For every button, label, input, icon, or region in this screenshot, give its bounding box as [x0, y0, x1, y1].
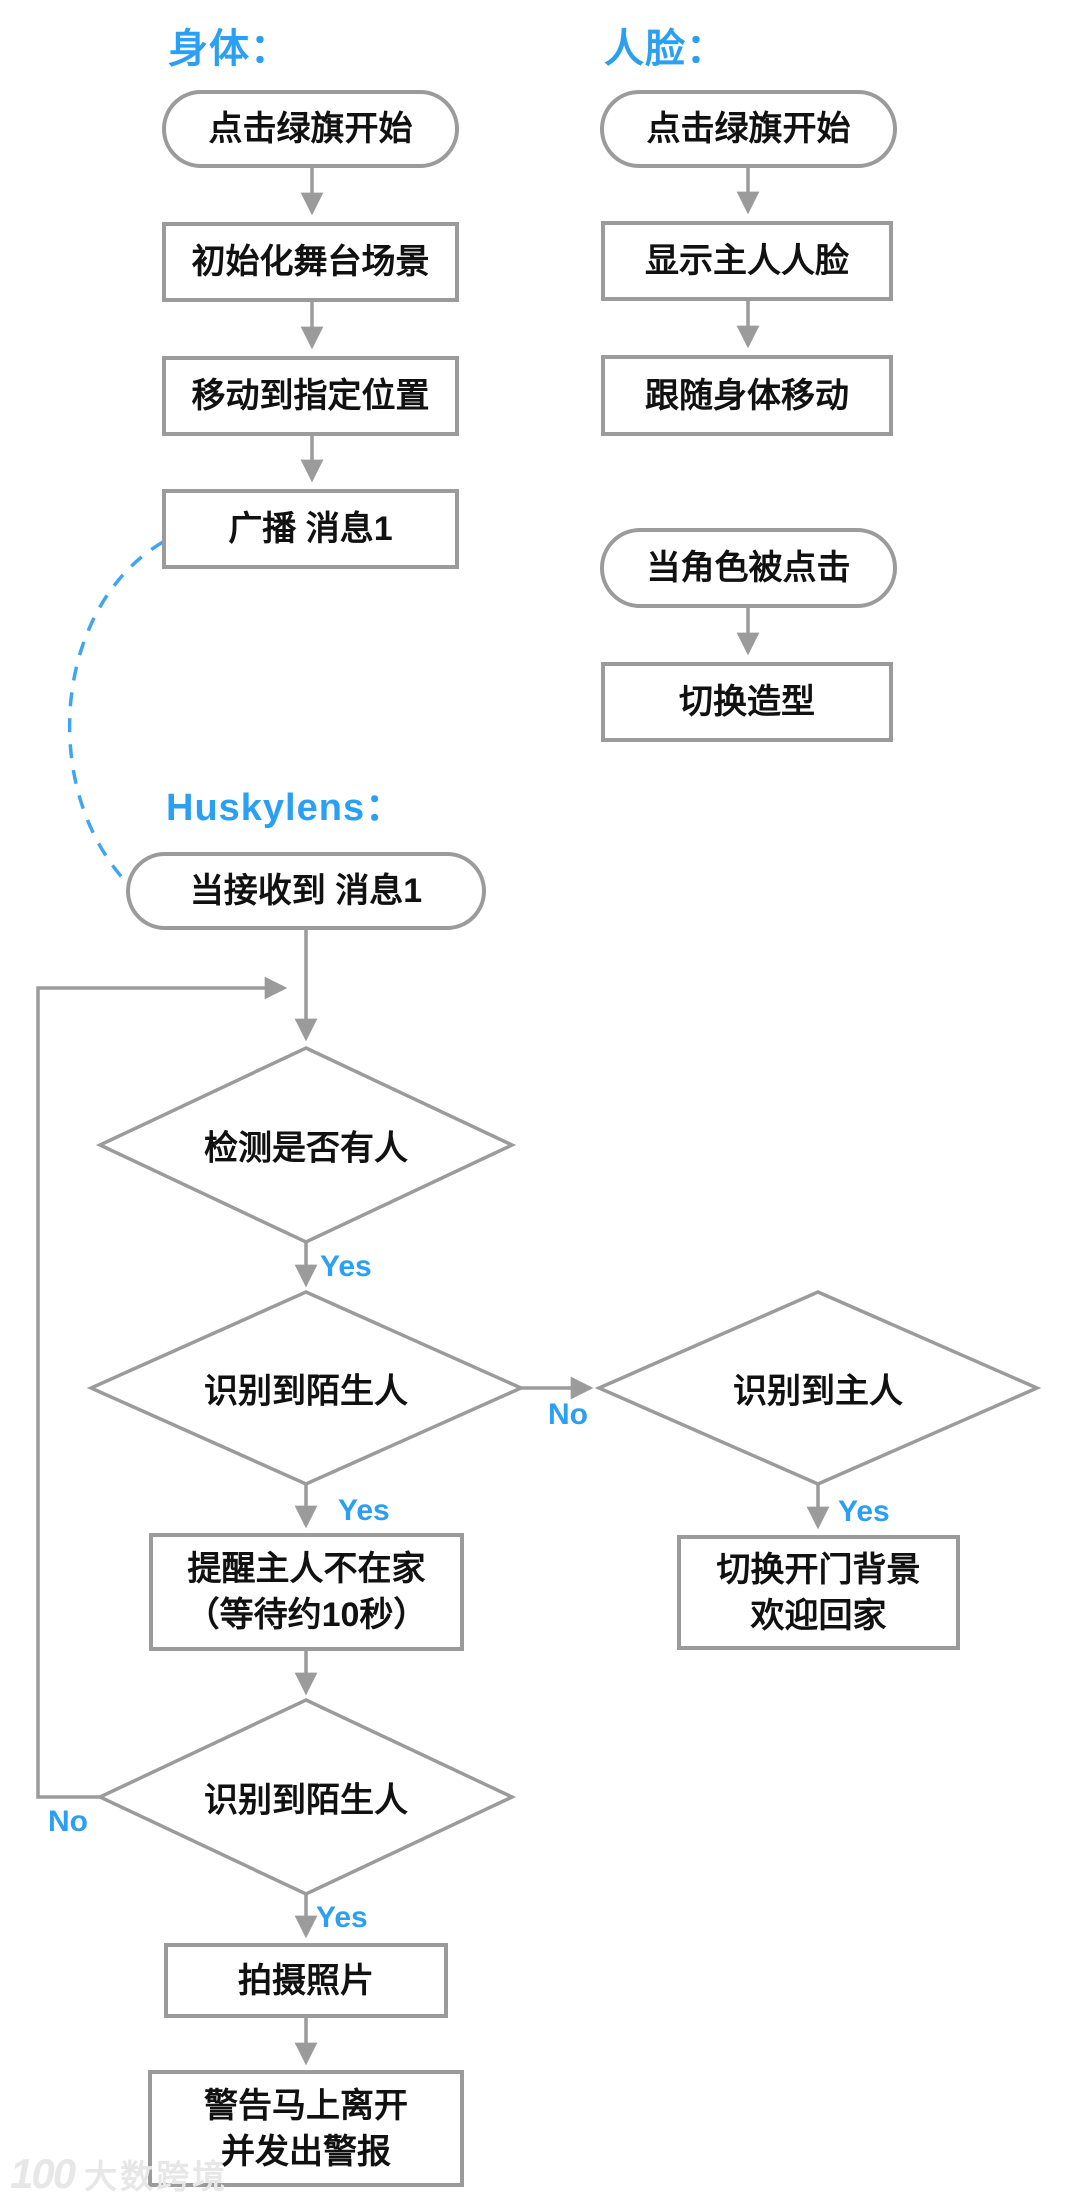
node-husky-warn-line1: 警告马上离开 [204, 2086, 408, 2125]
node-face-show: 显示主人人脸 [601, 221, 893, 301]
node-face-switch-costume-label: 切换造型 [679, 683, 815, 721]
smiley-100-logo: 100 [10, 2150, 76, 2197]
diamond-stranger-2-label: 识别到陌生人 [204, 1781, 408, 1820]
node-body-move: 移动到指定位置 [162, 356, 459, 436]
node-husky-receive-label: 当接收到 消息1 [189, 872, 423, 910]
edge-label-no-stranger1: No [548, 1398, 588, 1431]
section-label-huskylens: Huskylens： [166, 787, 405, 829]
diamond-stranger-1-label: 识别到陌生人 [204, 1372, 408, 1411]
edge-label-no-stranger2: No [48, 1805, 88, 1838]
node-body-init: 初始化舞台场景 [162, 222, 459, 302]
edge-label-yes-master: Yes [838, 1495, 890, 1528]
diamond-stranger-2 [95, 1698, 517, 1896]
diamond-master [594, 1290, 1042, 1486]
node-face-clicked-label: 当角色被点击 [646, 549, 851, 587]
node-body-broadcast: 广播 消息1 [162, 489, 459, 569]
node-husky-warn: 警告马上离开 并发出警报 [148, 2070, 464, 2187]
node-body-init-label: 初始化舞台场景 [191, 243, 430, 281]
node-face-start-label: 点击绿旗开始 [646, 110, 851, 148]
node-body-start: 点击绿旗开始 [162, 90, 459, 168]
edge-label-yes-stranger1: Yes [338, 1494, 390, 1527]
watermark-text: 大数跨境 [84, 2158, 229, 2195]
node-husky-remind: 提醒主人不在家 （等待约10秒） [149, 1533, 464, 1651]
node-husky-receive: 当接收到 消息1 [126, 852, 486, 930]
node-body-move-label: 移动到指定位置 [191, 377, 430, 415]
node-body-broadcast-label: 广播 消息1 [228, 510, 393, 548]
node-body-start-label: 点击绿旗开始 [208, 110, 413, 148]
node-husky-remind-line1: 提醒主人不在家 [187, 1550, 426, 1588]
loopback-no-line [36, 976, 288, 1799]
node-face-start: 点击绿旗开始 [600, 90, 897, 168]
dashed-broadcast-link [67, 540, 164, 884]
node-husky-photo: 拍摄照片 [164, 1943, 448, 2018]
node-husky-welcome: 切换开门背景 欢迎回家 [677, 1535, 960, 1650]
node-husky-welcome-line1: 切换开门背景 [716, 1550, 921, 1589]
diamond-stranger-1 [86, 1290, 526, 1486]
diamond-detect-person-label: 检测是否有人 [204, 1129, 408, 1168]
edge-label-yes-detect: Yes [320, 1250, 372, 1283]
node-husky-remind-line2: （等待约10秒） [185, 1596, 428, 1634]
section-label-body: 身体： [168, 27, 291, 71]
node-husky-warn-line2: 并发出警报 [221, 2132, 391, 2171]
node-face-follow: 跟随身体移动 [601, 355, 893, 436]
watermark: 100 大数跨境 [10, 2150, 228, 2198]
node-husky-welcome-line2: 欢迎回家 [750, 1596, 887, 1635]
edge-label-yes-stranger2: Yes [316, 1901, 368, 1934]
diamond-detect-person [95, 1046, 517, 1244]
node-face-clicked: 当角色被点击 [600, 528, 897, 608]
node-husky-photo-label: 拍摄照片 [238, 1961, 374, 2000]
node-face-follow-label: 跟随身体移动 [645, 376, 849, 415]
node-face-switch-costume: 切换造型 [601, 662, 893, 742]
diamond-master-label: 识别到主人 [733, 1372, 903, 1411]
section-label-face: 人脸： [604, 27, 727, 71]
node-face-show-label: 显示主人人脸 [645, 242, 849, 280]
